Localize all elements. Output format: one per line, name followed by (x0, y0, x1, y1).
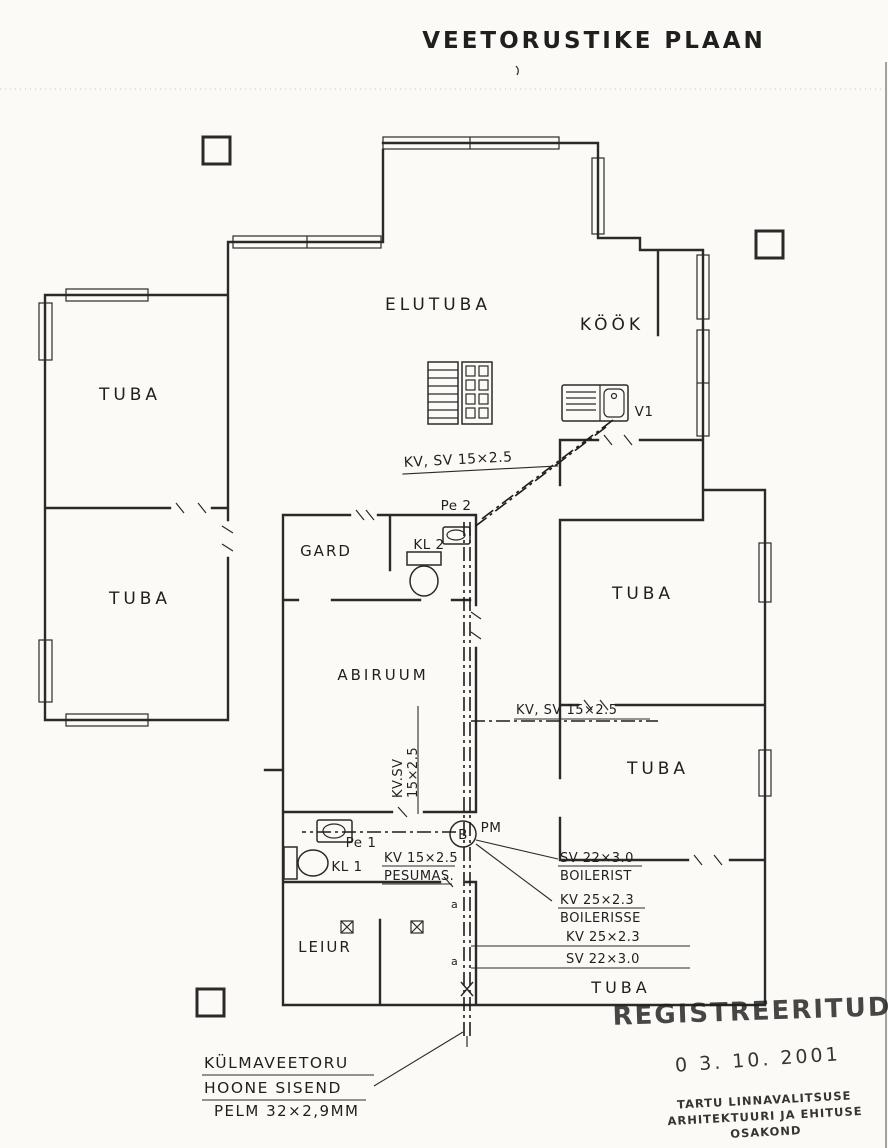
room-label-tuba-bottom: TUBA (590, 978, 650, 997)
stamp-date-text: 0 3. 10. 2001 (674, 1043, 841, 1077)
fixture-label-pm: PM (481, 820, 502, 836)
kitchen-sink-icon (561, 384, 629, 422)
room-label-tuba-mid-right: TUBA (611, 584, 674, 604)
fixture-label-v1: V1 (635, 404, 654, 420)
chimney-icon (195, 987, 226, 1018)
windows (38, 136, 772, 797)
inlet-note: KÜLMAVEETORU HOONE SISEND PELM 32×2,9MM (202, 1053, 374, 1120)
pipe-mark-a1: a (451, 898, 458, 911)
room-label-tuba-upper-left: TUBA (98, 385, 161, 405)
pipe-label-kv25-bottom: KV 25×2.3 (566, 930, 640, 945)
window-icon (696, 329, 710, 437)
window-icon (696, 254, 710, 320)
page-title: VEETORUSTIKE PLAAN (422, 28, 766, 54)
note-line3: PELM 32×2,9MM (214, 1102, 359, 1120)
pipe-label-bath-run: KV 15×2.5 (384, 851, 458, 866)
door-opening-ticks (175, 434, 723, 888)
fixture-label-pe1: Pe 1 (346, 835, 377, 851)
annotation-bath-run: KV 15×2.5 PESUMAS. (382, 851, 458, 885)
chimney-icon (201, 135, 232, 166)
fixture-label-pe2: Pe 2 (441, 498, 472, 514)
stamp-org-block: TARTU LINNAVALITSUSE ARHITEKTUURI JA EHI… (667, 1088, 863, 1141)
annotation-boiler-lines: SV 22×3.0 BOILERIST KV 25×2.3 BOILERISSE… (558, 851, 645, 967)
window-icon (38, 639, 53, 703)
note-line2: HOONE SISEND (204, 1079, 342, 1097)
toilet-kl2-icon (406, 551, 442, 597)
valve-icon (460, 981, 474, 997)
pipe-label-kitchen-run: KV, SV 15×2.5 (403, 449, 513, 471)
room-label-kook: KÖÖK (580, 313, 644, 335)
scan-mark (515, 65, 519, 76)
pipe-label-sv22-bottom: SV 22×3.0 (566, 952, 640, 967)
pipe-label-sv22-from-boiler: SV 22×3.0 (560, 851, 634, 866)
window-icon (232, 235, 382, 249)
note-line1: KÜLMAVEETORU (204, 1053, 349, 1072)
room-label-abiruum: ABIRUUM (337, 666, 428, 684)
fixture-label-pesumas: PESUMAS. (384, 869, 454, 884)
pipe-label-vertical-2: 15×2.5 (406, 747, 421, 798)
window-icon (382, 136, 560, 150)
stamp-org-line3: OSAKOND (730, 1123, 802, 1141)
registration-stamp: REGISTREERITUD 0 3. 10. 2001 TARTU LINNA… (612, 992, 888, 1141)
pipe-label-kv25-to-boiler: KV 25×2.3 (560, 893, 634, 908)
room-label-tuba-right: TUBA (626, 759, 689, 779)
stamp-registered-text: REGISTREERITUD (612, 992, 888, 1032)
window-icon (65, 713, 149, 727)
washbasin-pe1-icon (316, 819, 353, 843)
floor-drain-icons (340, 920, 424, 934)
room-label-elutuba: ELUTUBA (385, 295, 491, 315)
toilet-kl1-icon (283, 846, 329, 880)
window-icon (758, 542, 772, 603)
leader-lines (373, 706, 690, 1087)
fixture-label-kl2: KL 2 (413, 537, 444, 553)
pipe-mark-a2: a (451, 955, 458, 968)
boiler-label: B (458, 827, 468, 843)
window-icon (591, 157, 605, 235)
window-icon (65, 288, 149, 302)
chimney-icons (195, 135, 785, 1018)
annotation-kitchen-run: KV, SV 15×2.5 (402, 449, 559, 475)
boiler-icon (449, 820, 477, 848)
room-label-leiur: LEIUR (298, 938, 352, 956)
pipe-kitchen-sv (472, 426, 607, 529)
stairs-icon (427, 361, 493, 425)
floor-drain-icon (340, 920, 354, 934)
room-label-gard: GARD (300, 542, 352, 560)
fixture-label-kl1: KL 1 (331, 859, 362, 875)
pipe-label-vertical-1: KV.SV (391, 758, 406, 798)
room-label-tuba-lower-left: TUBA (108, 589, 171, 609)
pipe-label-boilerist: BOILERIST (560, 869, 632, 884)
window-icon (38, 302, 53, 361)
floor-drain-icon (410, 920, 424, 934)
washbasin-pe2-icon (442, 526, 471, 545)
water-pipes (302, 419, 658, 1047)
pipe-label-mid-run: KV, SV 15×2.5 (516, 703, 618, 718)
window-icon (758, 749, 772, 797)
annotation-mid-run: KV, SV 15×2.5 (514, 703, 650, 720)
chimney-icon (754, 229, 785, 260)
pipe-label-boilerisse: BOILERISSE (560, 911, 641, 926)
pipe-kitchen-kv (478, 419, 614, 522)
